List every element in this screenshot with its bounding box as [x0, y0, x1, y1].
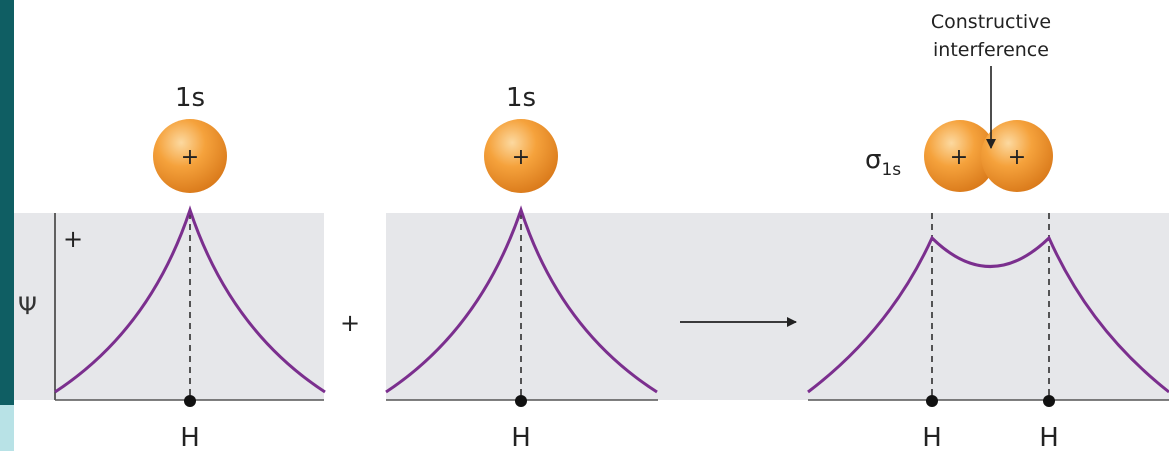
- result-sphere-right: [981, 120, 1053, 192]
- positive-sign-label: +: [63, 225, 83, 253]
- result-sphere-left: [924, 120, 996, 192]
- result-nucleus-label-2: H: [1039, 423, 1059, 451]
- middle-nucleus-label: H: [511, 423, 531, 451]
- result-nucleus-dot-2: [1043, 395, 1055, 407]
- left-orbital-label: 1s: [175, 83, 205, 113]
- left-orbital-sphere: [153, 119, 227, 193]
- annotation-line-1: Constructive: [931, 11, 1051, 33]
- result-nucleus-dot-1: [926, 395, 938, 407]
- panel-background-left: [14, 213, 324, 400]
- middle-sphere-sign: +: [512, 145, 530, 170]
- left-edge-bar: [0, 0, 14, 451]
- result-sphere-sign-left: +: [950, 145, 968, 170]
- plus-operator: +: [340, 309, 360, 337]
- result-sphere-sign-right: +: [1008, 145, 1026, 170]
- sigma-symbol: σ: [865, 145, 881, 175]
- left-edge-light-bar: [0, 405, 14, 451]
- panel-background-right: [386, 213, 1169, 400]
- psi-axis-label: Ψ: [18, 292, 37, 320]
- annotation-line-2: interference: [933, 39, 1049, 61]
- bonding-wavefunction-curve: [807, 235, 1169, 394]
- middle-orbital-label: 1s: [506, 83, 536, 113]
- middle-wavefunction-curve: [385, 205, 658, 394]
- middle-nucleus-dot: [515, 395, 527, 407]
- left-nucleus-dot: [184, 395, 196, 407]
- middle-orbital-sphere: [484, 119, 558, 193]
- left-wavefunction-curve: [54, 205, 326, 394]
- sigma-subscript: 1s: [881, 160, 901, 180]
- sigma-orbital-label: σ1s: [865, 145, 901, 180]
- left-sphere-sign: +: [181, 145, 199, 170]
- left-nucleus-label: H: [180, 423, 200, 451]
- result-nucleus-label-1: H: [922, 423, 942, 451]
